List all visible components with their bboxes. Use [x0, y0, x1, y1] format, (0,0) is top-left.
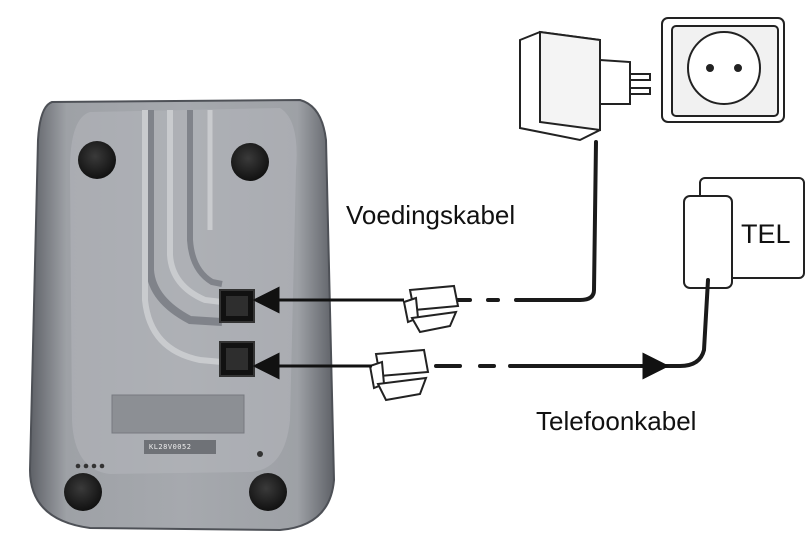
cable-channel — [167, 110, 223, 305]
socket-face — [687, 31, 761, 105]
tel-box — [683, 177, 805, 289]
rubber-foot — [64, 473, 102, 511]
socket-hole — [734, 64, 742, 72]
screw-hole — [257, 451, 263, 457]
serial-sticker-text: KL28V0052 — [149, 443, 192, 451]
phone-base — [28, 98, 336, 532]
vent-dot — [83, 463, 89, 469]
power-jack-inner — [226, 296, 248, 316]
vent-dot — [99, 463, 105, 469]
rubber-foot — [231, 143, 269, 181]
phone-jack-inner — [226, 348, 248, 370]
rubber-foot — [249, 473, 287, 511]
cable-channel — [146, 110, 223, 326]
power-cable-line — [514, 140, 598, 302]
adapter-pin — [629, 73, 651, 81]
power-adapter — [519, 30, 651, 142]
cables — [434, 140, 710, 368]
vent-dot — [75, 463, 81, 469]
vent-dot — [91, 463, 97, 469]
adapter-pin — [629, 87, 651, 95]
base-light-panel — [70, 108, 297, 474]
socket-hole — [706, 64, 714, 72]
wall-socket — [661, 17, 785, 123]
power-plug — [402, 284, 460, 334]
adapter-plug-block — [599, 58, 631, 105]
label-recess — [111, 394, 245, 434]
phone-cable-line — [508, 278, 710, 368]
tel-box-front — [683, 195, 733, 289]
cable-channel — [187, 110, 223, 287]
rubber-foot — [78, 141, 116, 179]
cable-channel — [142, 110, 223, 365]
phone-plug — [368, 348, 430, 402]
adapter-front — [539, 30, 601, 132]
tel-box-label: TEL — [741, 219, 791, 249]
phone-cable-label: Telefoonkabel — [536, 406, 697, 436]
serial-sticker — [144, 440, 216, 454]
power-cable-label: Voedingskabel — [346, 200, 516, 230]
